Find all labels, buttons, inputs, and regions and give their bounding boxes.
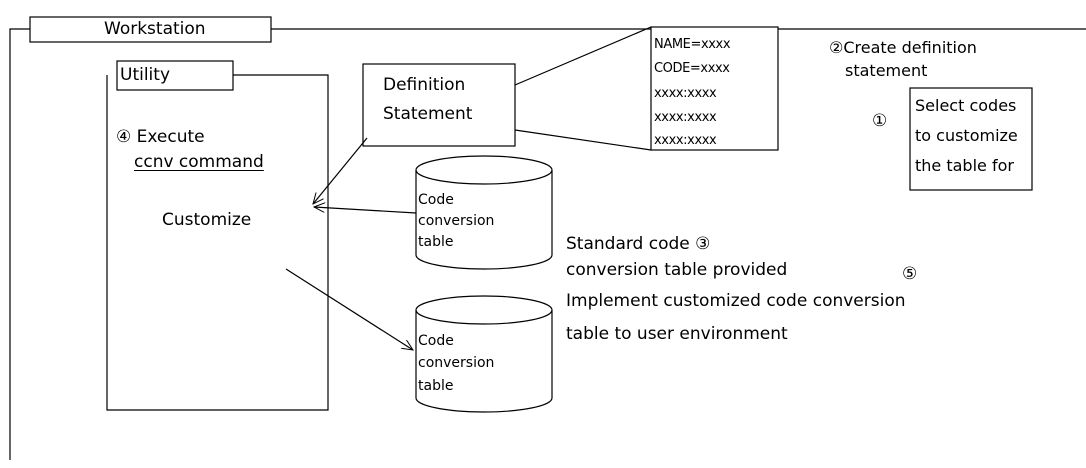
workstation-label-box <box>29 16 272 43</box>
utility-label-box <box>116 60 234 91</box>
step5-marker: ⑤ <box>902 264 918 284</box>
definition-statement-line1: Definition <box>383 75 466 95</box>
ccnv-command-label: ccnv command <box>134 152 264 172</box>
utility-label: Utility <box>120 65 171 85</box>
standard-table-line: table <box>418 234 454 250</box>
definition-file-box <box>650 26 779 151</box>
standard-table-cylinder <box>415 155 553 270</box>
connector-bottom <box>514 129 652 151</box>
step5-line2: table to user environment <box>566 324 788 344</box>
connector-top <box>514 26 652 86</box>
arrow-statement-to-utility <box>313 137 368 204</box>
standard-table-line: conversion <box>418 213 495 229</box>
custom-table-line: conversion <box>418 355 495 371</box>
definition-statement-line2: Statement <box>383 104 473 124</box>
custom-table-line: table <box>418 378 454 394</box>
custom-table-cylinder <box>415 295 553 413</box>
definition-file-line: xxxx:xxxx <box>654 133 717 148</box>
step2-line1: ②Create definition <box>829 38 977 57</box>
step1-box <box>909 87 1033 191</box>
definition-statement-box <box>362 63 516 147</box>
step3-line1: Standard code ③ <box>566 234 711 254</box>
customize-label: Customize <box>162 210 252 230</box>
workstation-label: Workstation <box>104 19 206 39</box>
step1-line: Select codes <box>915 96 1017 115</box>
step2-line2: statement <box>845 61 928 80</box>
step5-line1: Implement customized code conversion <box>566 291 906 311</box>
custom-table-line: Code <box>418 333 454 349</box>
arrow-customize-to-table <box>285 268 413 350</box>
utility-frame <box>106 74 329 411</box>
step1-marker: ① <box>872 111 888 131</box>
step4-execute-label: ④ Execute <box>116 127 205 147</box>
definition-file-line: xxxx:xxxx <box>654 86 717 101</box>
step1-line: to customize <box>915 126 1018 145</box>
standard-table-line: Code <box>418 192 454 208</box>
step1-line: the table for <box>915 156 1014 175</box>
step3-line2: conversion table provided <box>566 260 788 280</box>
definition-file-line: CODE=xxxx <box>654 61 730 76</box>
definition-file-line: NAME=xxxx <box>654 37 731 52</box>
arrow-table-to-utility <box>314 207 417 214</box>
definition-file-line: xxxx:xxxx <box>654 110 717 125</box>
